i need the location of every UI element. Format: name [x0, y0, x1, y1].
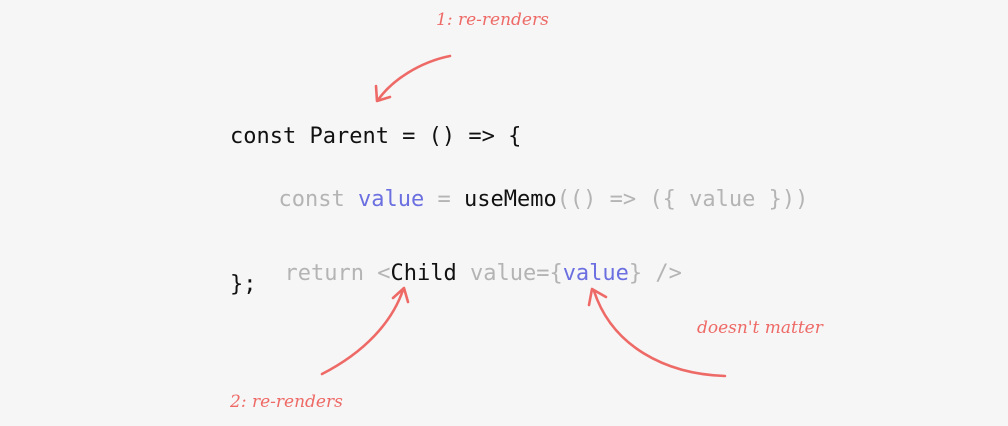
prop-variable-value: value — [562, 261, 629, 286]
code-line-1: const Parent = () => { — [230, 124, 522, 149]
arrow-3-head — [587, 287, 608, 307]
keyword-const: const — [278, 187, 345, 212]
usememo-args: (() => ({ value })) — [556, 187, 809, 212]
arrow-1-head — [374, 84, 392, 103]
prop-value-attr: value={ — [469, 261, 563, 286]
code-line-2: const value = useMemo(() => ({ value })) — [252, 161, 809, 213]
component-child: Child — [390, 261, 457, 286]
function-usememo: useMemo — [463, 187, 557, 212]
code-line-3: return <Child value={value} /> — [258, 235, 682, 287]
annotation-child-re-renders: 2: re-renders — [230, 392, 343, 412]
annotation-doesnt-matter: doesn't matter — [697, 318, 823, 338]
annotation-parent-re-renders: 1: re-renders — [436, 10, 549, 30]
equals-sign: = — [437, 187, 451, 212]
arrow-2-head — [391, 286, 410, 304]
code-line-4: }; — [230, 272, 257, 297]
jsx-close: } /> — [628, 261, 682, 286]
variable-value: value — [357, 187, 425, 212]
keyword-return: return — [284, 261, 364, 286]
arrow-3-doesnt-matter — [592, 289, 727, 378]
arrow-2-re-renders — [320, 288, 405, 376]
arrow-1-re-renders — [376, 54, 452, 102]
jsx-open-bracket: < — [377, 261, 391, 286]
